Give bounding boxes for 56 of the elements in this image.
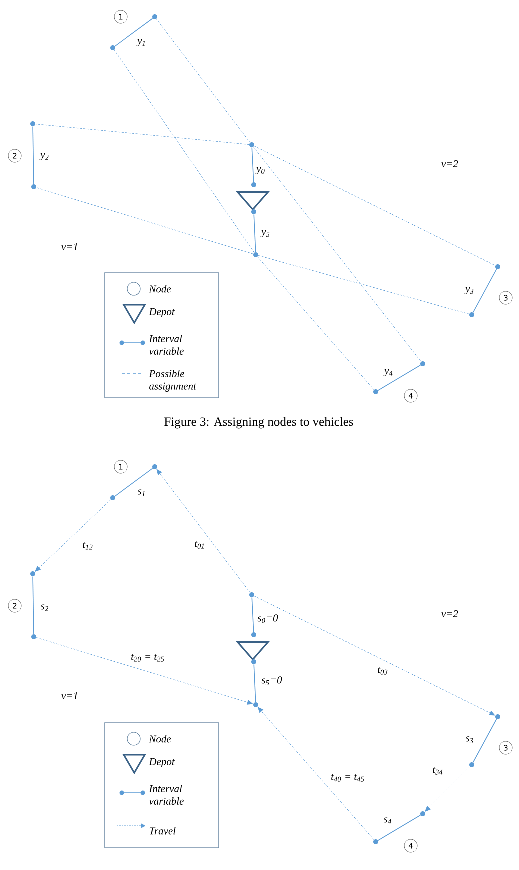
legend-text: Travel	[150, 827, 176, 835]
interval-line	[254, 214, 256, 253]
assignment-line	[36, 188, 254, 254]
travel-arrow	[254, 596, 496, 716]
interval-line	[254, 664, 256, 703]
edge-label: y$_{5}$	[260, 230, 271, 238]
travel-arrow	[36, 638, 254, 705]
travel-arrow	[425, 766, 470, 812]
assignment-line	[156, 18, 251, 144]
legend-text: Depot	[149, 308, 176, 318]
edge-label: s$_{4}$	[383, 817, 393, 825]
edge-label: s$_{1}$	[137, 489, 147, 497]
interval-line	[32, 126, 34, 185]
edge-label: y$_{4}$	[384, 368, 394, 378]
interval-line	[472, 718, 498, 764]
edge-label: y$_{2}$	[40, 152, 50, 162]
edge-label: y$_{3}$	[464, 286, 475, 296]
edge-label: s$_{2}$	[40, 604, 50, 612]
interval-line	[472, 268, 498, 314]
travel-arrow	[258, 707, 374, 840]
assignment-line	[35, 124, 250, 145]
edge-label: t$_{40}$ = t$_{45}$	[330, 774, 366, 782]
edge-label: y$_{1}$	[136, 38, 147, 48]
assignment-line	[258, 256, 374, 390]
travel-arrow	[156, 469, 251, 594]
edge-label: s$_{5}$=0	[261, 676, 283, 686]
interval-line	[32, 576, 34, 635]
legend-text: Interval variable	[149, 335, 184, 355]
edge-label: t$_{34}$	[432, 766, 444, 776]
legend-text: Interval variable	[149, 785, 184, 805]
vehicle-label: v=2	[442, 160, 458, 168]
edge-label: s$_{0}$=0	[257, 614, 279, 624]
vehicle-label: v=1	[62, 244, 78, 251]
edge-label: t$_{20}$ = t$_{25}$	[130, 654, 166, 662]
edge-label: t$_{12}$	[82, 542, 94, 550]
edge-label: s$_{3}$	[465, 736, 475, 744]
figure-caption: Figure 3: Assigning nodes to vehicles	[164, 417, 354, 429]
travel-arrow	[35, 500, 112, 572]
assignment-line	[114, 50, 255, 254]
legend-text: Node	[149, 285, 172, 293]
assignment-line	[254, 146, 496, 266]
vehicle-label: v=1	[62, 692, 78, 700]
legend-text: Depot	[149, 758, 176, 768]
legend-text: Possible assignment	[149, 370, 197, 392]
edge-label: t$_{01}$	[194, 540, 206, 550]
interval-line	[114, 468, 154, 497]
interval-line	[114, 18, 154, 47]
legend-text: Node	[149, 735, 172, 743]
edge-label: y$_{0}$	[256, 166, 266, 176]
interval-line	[252, 147, 254, 183]
interval-line	[378, 814, 422, 842]
edge-label: t$_{03}$	[377, 666, 389, 676]
assignment-line	[253, 146, 422, 362]
assignment-line	[258, 255, 470, 315]
vehicle-label: v=2	[442, 610, 458, 618]
interval-line	[378, 364, 422, 392]
